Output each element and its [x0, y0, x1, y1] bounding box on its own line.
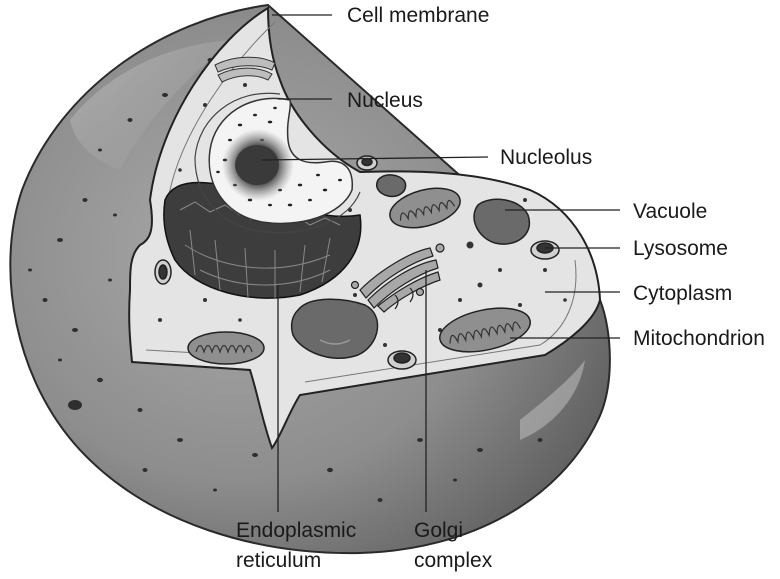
cell-highlight-right — [520, 360, 585, 440]
vacuole-3 — [376, 174, 407, 198]
mitochondrion-3 — [187, 331, 265, 365]
nucleus-envelope — [194, 92, 361, 234]
label-mitochondrion: Mitochondrion — [633, 327, 765, 350]
surface-speckles — [28, 58, 543, 502]
label-golgi-line2: complex — [414, 549, 493, 572]
nucleolus — [235, 145, 279, 185]
label-er-line1: Endoplasmic — [236, 519, 356, 542]
golgi-small-top — [214, 56, 276, 83]
golgi-complex — [350, 243, 445, 313]
vacuole-shine — [319, 339, 351, 345]
vacuoles — [290, 174, 531, 359]
label-vacuole: Vacuole — [633, 200, 707, 223]
label-golgi-line1: Golgi — [414, 519, 463, 542]
lysosomes — [154, 155, 560, 370]
label-er-line2: reticulum — [236, 549, 321, 572]
vacuole-2 — [290, 298, 379, 359]
label-nucleus: Nucleus — [347, 89, 423, 112]
cell-highlight — [70, 40, 230, 170]
label-cytoplasm: Cytoplasm — [633, 282, 732, 305]
label-cell-membrane: Cell membrane — [347, 4, 489, 27]
labels: Cell membrane Nucleus Nucleolus Vacuole … — [236, 4, 765, 572]
label-nucleolus: Nucleolus — [500, 146, 592, 169]
leader-nucleolus — [261, 156, 489, 161]
leader-lines — [261, 14, 620, 512]
mitochondrion-1 — [389, 187, 461, 229]
label-lysosome: Lysosome — [633, 237, 728, 260]
mitochondrion-2 — [439, 307, 531, 353]
